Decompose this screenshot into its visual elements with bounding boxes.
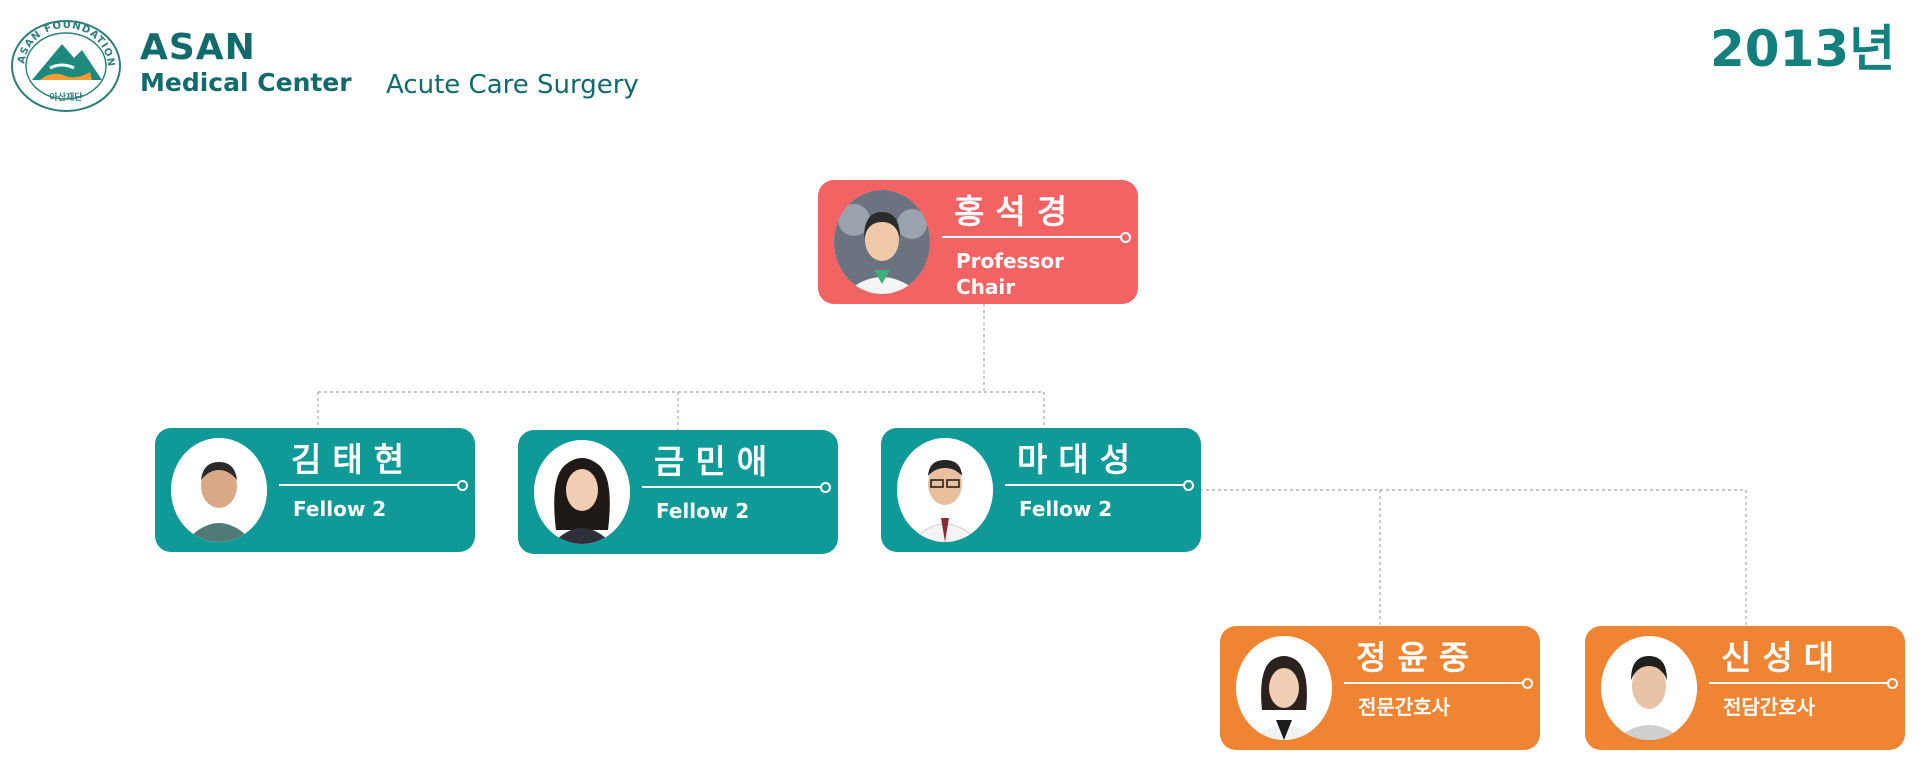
nurse-card-1: 정윤중 전문간호사 [1220,626,1540,750]
fellow-name-1: 김태현 [291,440,416,479]
logo-wordmark: ASAN [140,27,256,68]
fellow-photo-2 [534,440,630,544]
fellow-divider-dot-3 [1183,480,1194,491]
asan-foundation-logo: ASAN FOUNDATION 아산재단 [10,18,122,112]
fellow-divider-2 [642,486,822,488]
nurse-role-2: 전담간호사 [1723,695,1815,719]
nurse-divider-2 [1709,682,1889,684]
chair-role: Professor Chair [956,248,1064,300]
fellow-name-3: 마대성 [1017,440,1142,479]
fellow-photo-3 [897,438,993,542]
fellow-role-1: Fellow 2 [293,497,387,521]
nurse-divider-dot-2 [1887,678,1898,689]
fellow-divider-1 [279,484,459,486]
year-title: 2013년 [1710,20,1896,78]
chair-divider [942,236,1122,238]
fellow-divider-dot-1 [457,480,468,491]
svg-text:아산재단: 아산재단 [49,91,83,103]
chair-name: 홍석경 [954,192,1079,231]
fellow-name-2: 금민애 [654,442,779,481]
logo-subtitle: Medical Center [140,68,352,97]
nurse-divider-dot-1 [1522,678,1533,689]
fellow-card-2: 금민애 Fellow 2 [518,430,838,554]
chair-divider-dot [1120,232,1131,243]
fellow-photo-1 [171,438,267,542]
nurse-photo-1 [1236,636,1332,740]
chair-role-position: Chair [956,275,1016,299]
nurse-name-2: 신성대 [1721,638,1846,677]
fellow-role-2: Fellow 2 [656,499,750,523]
chair-photo [834,190,930,294]
nurse-name-1: 정윤중 [1356,638,1481,677]
nurse-card-2: 신성대 전담간호사 [1585,626,1905,750]
fellow-card-3: 마대성 Fellow 2 [881,428,1201,552]
nurse-photo-2 [1601,636,1697,740]
chair-card: 홍석경 Professor Chair [818,180,1138,304]
chair-role-title: Professor [956,249,1064,273]
department-name: Acute Care Surgery [386,70,639,100]
fellow-divider-3 [1005,484,1185,486]
nurse-role-1: 전문간호사 [1358,695,1450,719]
nurse-divider-1 [1344,682,1524,684]
fellow-divider-dot-2 [820,482,831,493]
fellow-card-1: 김태현 Fellow 2 [155,428,475,552]
fellow-role-3: Fellow 2 [1019,497,1113,521]
